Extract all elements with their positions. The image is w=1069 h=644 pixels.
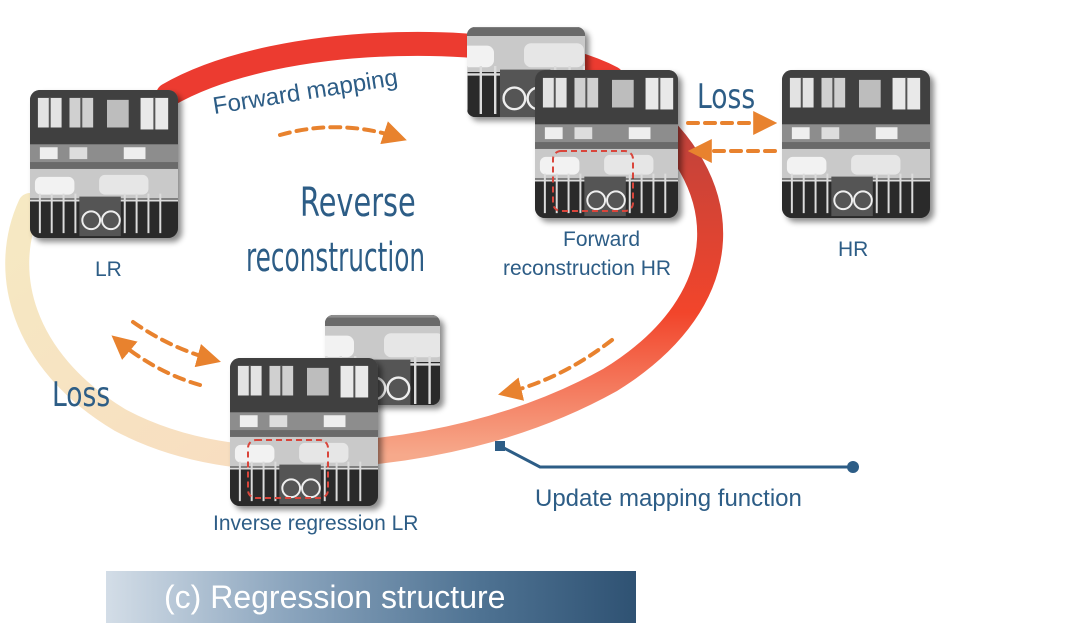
inverse-regression-image <box>230 358 378 506</box>
lr-image <box>30 90 178 238</box>
inverse-mapping-arrow <box>497 338 614 401</box>
reverse-label-line1: Reverse <box>300 180 416 226</box>
connector-end-dot <box>847 461 859 473</box>
reverse-label-line2: reconstruction <box>246 235 426 281</box>
inverse-highlight-box <box>247 439 329 499</box>
loss-left-arrow-down <box>131 320 221 368</box>
connector-start-marker <box>495 441 505 451</box>
forward-recon-label-line2: reconstruction HR <box>503 257 672 280</box>
inverse-regression-label: Inverse regression LR <box>213 512 419 535</box>
forward-mapping-arrow <box>278 121 407 145</box>
loss-top-label: Loss <box>697 77 756 117</box>
caption-banner: (c) Regression structure <box>106 571 636 623</box>
update-connector <box>495 441 859 473</box>
loss-left-arrow-up <box>111 335 202 387</box>
forward-recon-label-line1: Forward <box>563 228 641 251</box>
update-mapping-label: Update mapping function <box>535 485 802 512</box>
forward-highlight-box <box>552 150 634 212</box>
loop-right-arc <box>317 87 724 468</box>
hr-image <box>782 70 930 218</box>
forward-reconstruction-image <box>535 70 678 218</box>
loss-left-label: Loss <box>52 375 111 415</box>
lr-label: LR <box>95 258 122 281</box>
hr-label: HR <box>838 238 869 261</box>
